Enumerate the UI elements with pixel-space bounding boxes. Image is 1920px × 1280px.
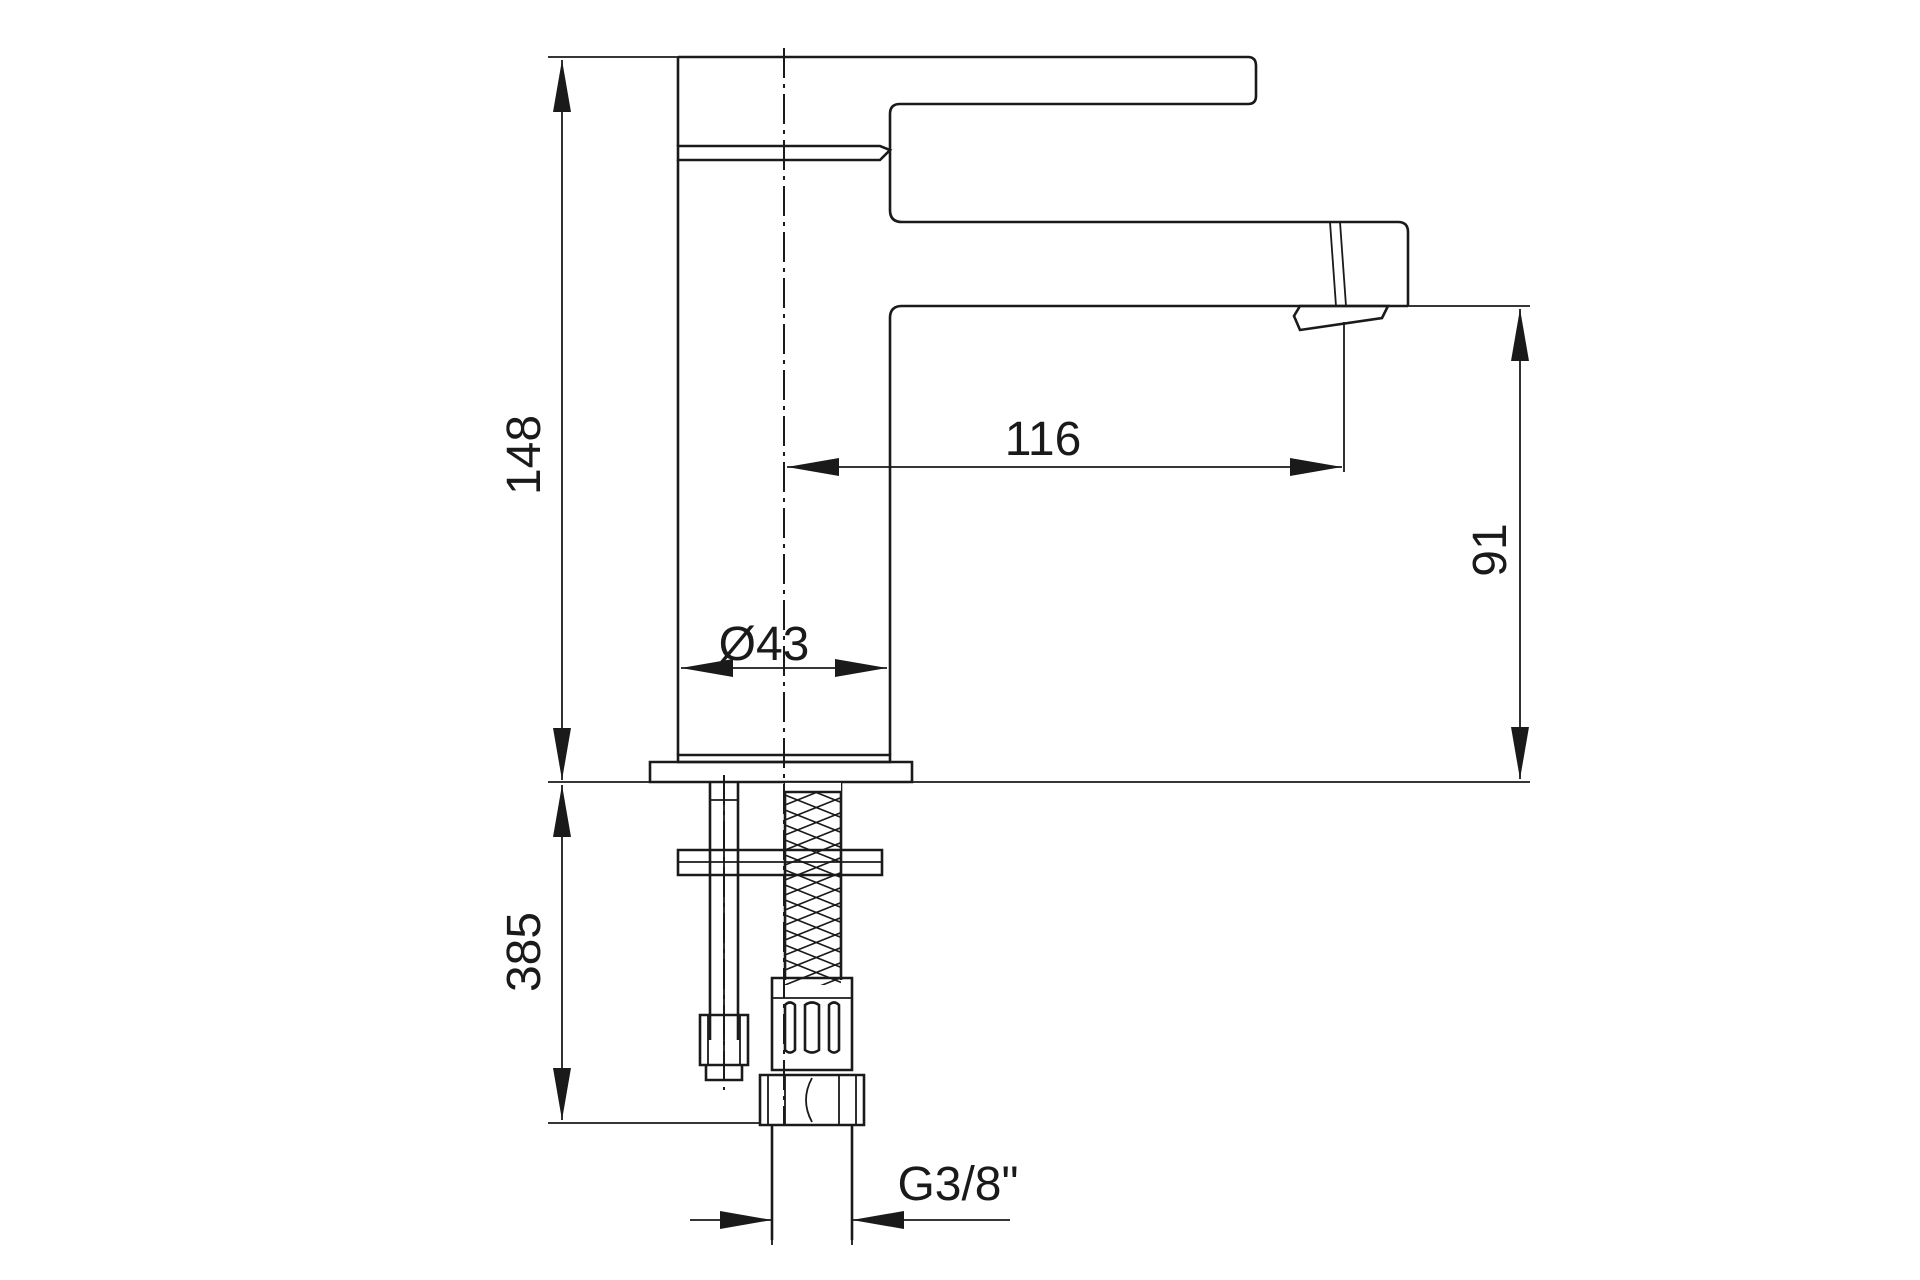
dim-total-height: 148 (498, 60, 571, 780)
aerator-inner (1339, 221, 1347, 307)
lever-handle (678, 55, 1258, 150)
base-plate (648, 760, 914, 784)
dim-spout-height-label: 91 (1464, 523, 1517, 576)
extension-lines (548, 56, 1530, 1245)
dim-thread-label: G3/8" (897, 1158, 1018, 1211)
spout-upper (888, 150, 1410, 306)
dim-spout-reach-label: 116 (1005, 413, 1082, 466)
connection-nut (758, 1073, 866, 1127)
hose-braid (785, 785, 841, 985)
tap-outline (648, 55, 1410, 784)
dim-total-height-label: 148 (498, 415, 551, 495)
fixing-plate (676, 848, 884, 877)
dim-hose-length-label: 385 (498, 912, 551, 992)
stud-nut (698, 1013, 750, 1067)
tail-pipe (770, 1125, 854, 1240)
base-collar (676, 753, 892, 764)
dim-body-diameter: Ø43 (681, 618, 887, 677)
cartridge-ring (676, 144, 893, 162)
aerator (1292, 304, 1391, 332)
aerator-inner-2 (1329, 221, 1337, 307)
hose-fitting (770, 976, 854, 1072)
dim-body-diameter-label: Ø43 (719, 618, 810, 671)
dim-spout-height: 91 (1464, 309, 1529, 779)
mounting-stud (708, 782, 740, 1040)
spout-lower (888, 304, 1408, 755)
dim-spout-reach: 116 (787, 413, 1342, 476)
dim-hose-length: 385 (498, 785, 571, 1120)
dim-thread: G3/8" (690, 1158, 1019, 1229)
